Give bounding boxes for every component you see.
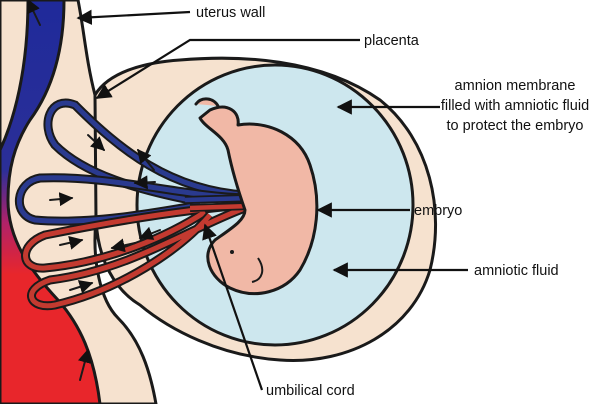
label-placenta: placenta (364, 33, 420, 49)
chorionic-villi (15, 98, 247, 311)
label-uterus-wall: uterus wall (196, 5, 265, 21)
pointer-uterus-wall (76, 9, 191, 25)
label-amnion-line1: amnion membrane (455, 78, 576, 94)
pointer-placenta (95, 38, 360, 99)
umbilical-cord-vessels (184, 194, 251, 212)
label-amniotic-fluid: amniotic fluid (474, 263, 559, 279)
label-amnion-line2: filled with amniotic fluid (441, 98, 589, 114)
flow-arrows (27, 0, 161, 381)
label-amnion-line3: to protect the embryo (446, 118, 583, 134)
label-embryo: embryo (414, 203, 462, 219)
label-umbilical-cord: umbilical cord (266, 383, 355, 399)
pointer-umbilical-cord (202, 223, 264, 391)
embryo-figure (194, 97, 319, 296)
